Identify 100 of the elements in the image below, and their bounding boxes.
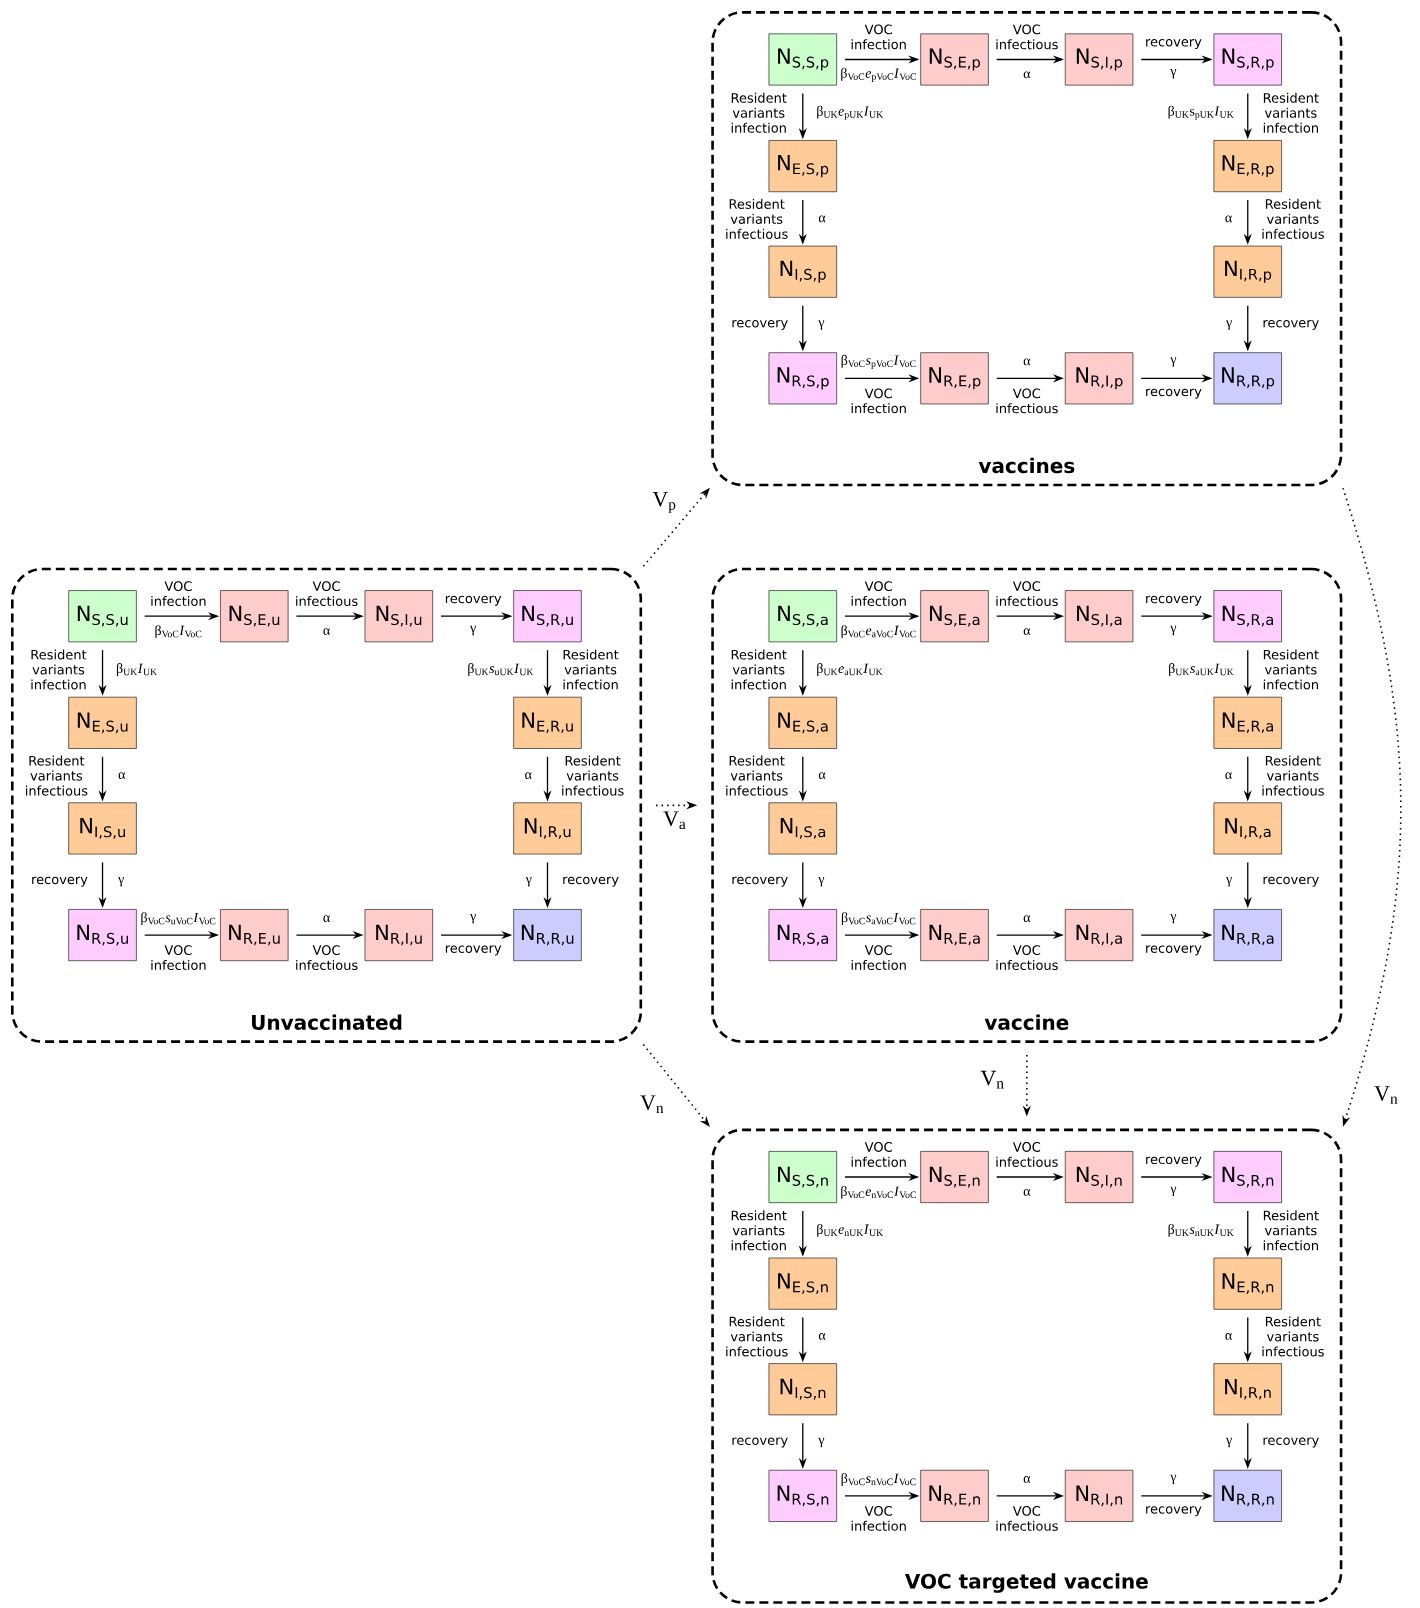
edge-label: recovery	[445, 595, 502, 606]
edge-label: recovery	[1146, 595, 1202, 606]
edge-label: VOC infection	[851, 945, 906, 971]
edge-label: recovery	[1146, 1156, 1202, 1167]
edge-label: VOC infection	[851, 1142, 906, 1167]
rate-label: γ	[118, 877, 124, 887]
rate-label: β$_{VoC}$s$_{aVoC}$I$_{VoC}$	[841, 912, 916, 926]
rate-label: α	[1023, 915, 1031, 922]
rate-label: γ	[818, 320, 825, 330]
compartment-box: N$_{S,R,n}$	[1213, 1151, 1282, 1203]
edge-label: VOC infectious	[996, 24, 1058, 50]
compartment-box: N$_{R,I,n}$	[1064, 1469, 1134, 1522]
compartment-box: N$_{R,R,a}$	[1213, 909, 1282, 961]
edge-label: recovery	[1263, 320, 1319, 330]
edge-label: Resident variants infectious	[26, 755, 88, 796]
rate-label: α	[1023, 1189, 1031, 1196]
edge-label: VOC infection	[851, 1506, 906, 1531]
rate-label: β$_{VoC}$I$_{VoC}$	[155, 625, 202, 638]
edge-label: recovery	[732, 320, 788, 330]
rate-label: β$_{UK}$e$_{nUK}$I$_{UK}$	[817, 1223, 884, 1237]
compartment-box: N$_{I,R,u}$	[513, 802, 582, 855]
edge-label: recovery	[1263, 1437, 1319, 1448]
rate-label: β$_{VoC}$s$_{nVoC}$I$_{VoC}$	[841, 1473, 916, 1486]
compartment-box: N$_{I,S,p}$	[768, 245, 837, 298]
rate-label: α	[1023, 358, 1031, 366]
rate-label: β$_{UK}$s$_{nUK}$I$_{UK}$	[1168, 1223, 1234, 1237]
compartment-box: N$_{S,I,u}$	[364, 590, 433, 643]
edge-label: V$_{n}$	[980, 1070, 1004, 1089]
compartment-box: N$_{E,S,u}$	[68, 696, 137, 749]
rate-label: γ	[470, 625, 476, 636]
compartment-box: N$_{R,R,n}$	[1213, 1469, 1282, 1522]
rate-label: γ	[818, 1437, 825, 1448]
compartment-box: N$_{E,R,n}$	[1213, 1257, 1282, 1310]
compartment-box: N$_{R,S,u}$	[68, 909, 137, 961]
compartment-box: N$_{R,R,u}$	[513, 909, 582, 961]
rate-label: β$_{UK}$I$_{UK}$	[116, 663, 158, 676]
compartment-box: N$_{I,S,u}$	[68, 802, 137, 855]
edge-label: recovery	[1146, 39, 1202, 50]
rate-label: α	[818, 1333, 826, 1340]
rate-label: α	[1225, 772, 1232, 779]
edge-label: Resident variants infection	[1263, 649, 1319, 690]
compartment-box: N$_{S,E,a}$	[920, 590, 989, 643]
compartment-box: N$_{E,R,a}$	[1213, 696, 1282, 749]
rate-label: α	[525, 772, 532, 779]
compartment-box: N$_{E,R,p}$	[1213, 140, 1282, 193]
compartment-box: N$_{S,I,p}$	[1064, 33, 1134, 86]
edge-label: Resident variants infection	[731, 92, 787, 133]
edge-label: VOC infectious	[996, 581, 1058, 607]
edge-label: VOC infection	[851, 581, 906, 607]
rate-label: γ	[1170, 357, 1177, 367]
edge-label: V$_{a}$	[663, 811, 686, 830]
edge-label: VOC infectious	[296, 945, 358, 971]
edge-label: recovery	[1146, 388, 1202, 399]
rate-label: γ	[1170, 1186, 1177, 1197]
compartment-box: N$_{S,E,p}$	[920, 33, 989, 86]
edge-label: VOC infection	[151, 581, 206, 607]
rate-label: α	[323, 628, 330, 635]
rate-label: γ	[1170, 625, 1177, 636]
compartment-box: N$_{S,E,n}$	[920, 1151, 989, 1203]
compartment-box: N$_{S,R,p}$	[1213, 33, 1282, 86]
rate-label: β$_{VoC}$e$_{nVoC}$I$_{VoC}$	[841, 1185, 916, 1199]
compartment-box: N$_{S,S,n}$	[768, 1151, 837, 1203]
rate-label: β$_{VoC}$s$_{uVoC}$I$_{VoC}$	[141, 912, 216, 926]
rate-label: α	[1225, 215, 1232, 223]
compartment-box: N$_{R,S,n}$	[768, 1469, 837, 1522]
rate-label: γ	[1170, 1474, 1177, 1485]
compartment-box: N$_{I,S,n}$	[768, 1363, 837, 1416]
rate-label: β$_{VoC}$e$_{aVoC}$I$_{VoC}$	[841, 625, 916, 638]
edge-label: VOC infectious	[996, 1142, 1058, 1167]
edge-label: VOC infectious	[996, 388, 1058, 414]
rate-label: α	[323, 915, 330, 922]
rate-label: β$_{VoC}$s$_{pVoC}$I$_{VoC}$	[841, 354, 916, 369]
compartment-box: N$_{R,E,n}$	[920, 1469, 989, 1522]
edge-label: VOC infection	[851, 388, 906, 414]
edge-label: Resident variants infection	[31, 649, 87, 690]
compartment-box: N$_{I,R,p}$	[1213, 245, 1282, 298]
edge-label: recovery	[732, 876, 788, 887]
edge-label: Resident variants infectious	[726, 755, 788, 796]
rate-label: γ	[470, 913, 476, 924]
rate-label: α	[1023, 71, 1031, 79]
rate-label: γ	[525, 877, 532, 887]
edge-label: Resident variants infection	[563, 649, 619, 690]
rate-label: α	[1023, 628, 1031, 635]
compartment-box: N$_{I,S,a}$	[768, 802, 837, 855]
edge-label: Resident variants infection	[731, 1210, 787, 1251]
edge-label: recovery	[1146, 1506, 1202, 1517]
edge-label: VOC infection	[151, 945, 206, 971]
compartment-box: N$_{E,R,u}$	[513, 696, 582, 749]
rate-label: γ	[1170, 69, 1177, 79]
edge-label: VOC infectious	[996, 945, 1058, 971]
compartment-box: N$_{S,S,p}$	[768, 33, 837, 86]
edge-label: Resident variants infectious	[1262, 755, 1324, 796]
compartment-box: N$_{R,I,p}$	[1064, 352, 1134, 405]
rate-label: β$_{UK}$s$_{aUK}$I$_{UK}$	[1169, 663, 1234, 676]
rate-label: γ	[1226, 320, 1232, 330]
rate-label: β$_{UK}$s$_{uUK}$I$_{UK}$	[468, 663, 534, 676]
edge-label: Resident variants infection	[1263, 92, 1319, 133]
edge-label: recovery	[1146, 945, 1202, 956]
rate-label: γ	[1226, 877, 1232, 887]
edge-label: recovery	[445, 945, 502, 956]
